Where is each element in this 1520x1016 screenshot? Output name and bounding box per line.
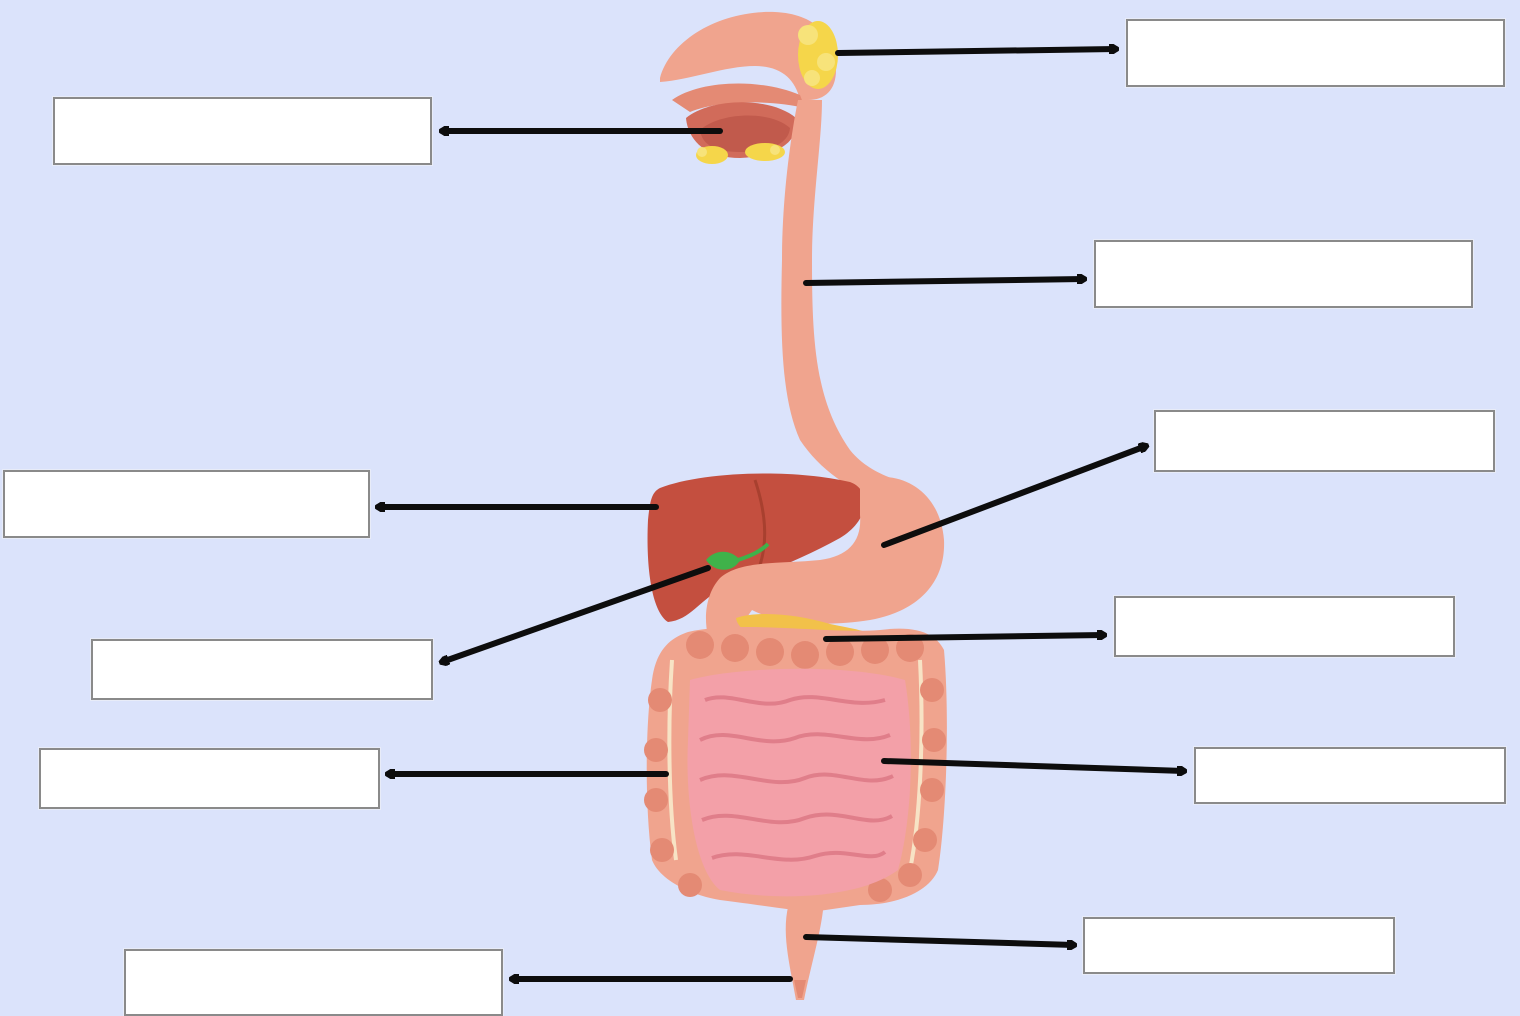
arrow-right-icon [806, 279, 1084, 283]
label-box-pancreas[interactable] [1114, 596, 1455, 657]
label-box-anus[interactable] [124, 949, 503, 1016]
label-box-small-intestine[interactable] [1194, 747, 1506, 804]
salivary-gland-parotid [798, 21, 838, 89]
label-box-liver[interactable] [3, 470, 370, 538]
label-input-mouth[interactable] [55, 98, 430, 164]
label-box-esophagus[interactable] [1094, 240, 1473, 308]
label-input-liver[interactable] [5, 471, 368, 537]
label-box-salivary-glands[interactable] [1126, 19, 1505, 87]
label-input-gallbladder[interactable] [93, 640, 431, 699]
label-box-large-intestine[interactable] [39, 748, 380, 809]
label-box-mouth[interactable] [53, 97, 432, 165]
small-intestine-organ [687, 669, 910, 897]
label-input-small-intestine[interactable] [1196, 748, 1504, 803]
label-input-stomach[interactable] [1156, 411, 1493, 471]
label-box-stomach[interactable] [1154, 410, 1495, 472]
label-box-gallbladder[interactable] [91, 639, 433, 700]
label-input-anus[interactable] [126, 950, 501, 1015]
arrow-right-icon [838, 49, 1116, 53]
arrow-right-icon [826, 635, 1104, 639]
label-input-pancreas[interactable] [1116, 597, 1453, 656]
label-input-esophagus[interactable] [1096, 241, 1471, 307]
label-input-large-intestine[interactable] [41, 749, 378, 808]
label-box-rectum[interactable] [1083, 917, 1395, 974]
label-input-rectum[interactable] [1085, 918, 1393, 973]
label-input-salivary-glands[interactable] [1128, 20, 1503, 86]
